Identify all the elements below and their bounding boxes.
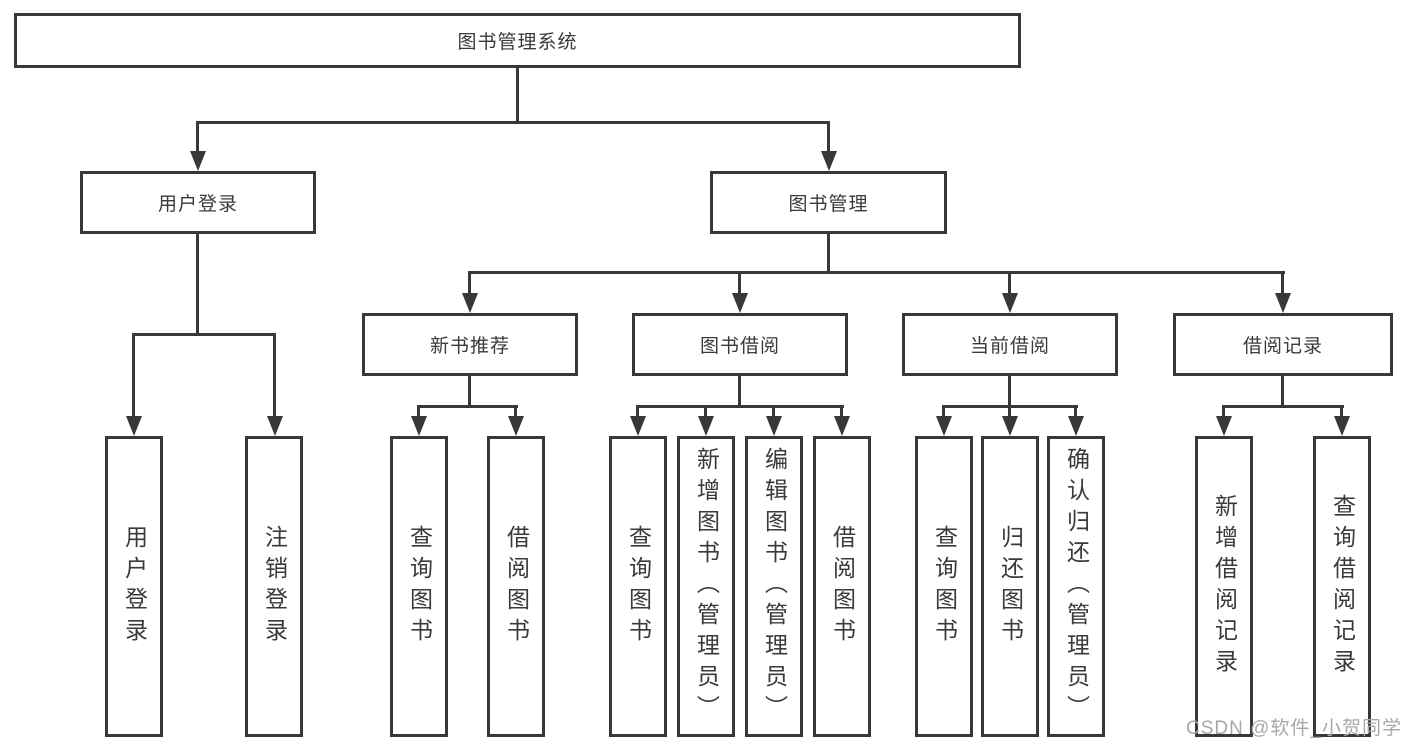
arrowhead-icon bbox=[1068, 416, 1084, 436]
arrowhead-icon bbox=[766, 416, 782, 436]
node-library-management-system: 图书管理系统 bbox=[14, 13, 1021, 68]
connector-line bbox=[1281, 271, 1284, 297]
arrowhead-icon bbox=[411, 416, 427, 436]
node-query-borrow-record: 查询借阅记录 bbox=[1313, 436, 1371, 737]
connector-line bbox=[196, 121, 199, 154]
arrowhead-icon bbox=[1334, 416, 1350, 436]
connector-line bbox=[514, 405, 517, 419]
node-confirm-return-admin: 确认归还（管理员） bbox=[1047, 436, 1105, 737]
connector-line bbox=[1008, 271, 1011, 297]
arrowhead-icon bbox=[267, 416, 283, 436]
node-label: 归还图书 bbox=[997, 524, 1024, 649]
node-label: 查询图书 bbox=[406, 524, 433, 649]
arrowhead-icon bbox=[190, 151, 206, 171]
connector-line bbox=[772, 405, 775, 419]
connector-line bbox=[1222, 405, 1344, 408]
node-label: 查询借阅记录 bbox=[1329, 493, 1356, 680]
connector-line bbox=[273, 333, 276, 419]
node-edit-book-admin: 编辑图书（管理员） bbox=[745, 436, 803, 737]
node-label: 图书管理系统 bbox=[457, 32, 578, 53]
node-book-borrowing: 图书借阅 bbox=[632, 313, 848, 376]
connector-line bbox=[468, 376, 471, 408]
connector-line bbox=[1008, 405, 1011, 419]
connector-line bbox=[1222, 405, 1225, 419]
connector-line bbox=[417, 405, 518, 408]
node-user-login: 用户登录 bbox=[80, 171, 316, 234]
arrowhead-icon bbox=[732, 293, 748, 313]
connector-line bbox=[1281, 376, 1284, 408]
node-label: 新书推荐 bbox=[429, 336, 510, 357]
connector-line bbox=[417, 405, 420, 419]
connector-line bbox=[636, 405, 844, 408]
node-label: 借阅图书 bbox=[503, 524, 530, 649]
arrowhead-icon bbox=[508, 416, 524, 436]
node-label: 用户登录 bbox=[121, 524, 148, 649]
connector-line bbox=[132, 333, 135, 419]
node-query-books-recommend: 查询图书 bbox=[390, 436, 448, 737]
connector-line bbox=[636, 405, 639, 419]
node-label: 新增借阅记录 bbox=[1211, 493, 1238, 680]
arrowhead-icon bbox=[1216, 416, 1232, 436]
node-query-books-borrowing: 查询图书 bbox=[609, 436, 667, 737]
connector-line bbox=[738, 271, 741, 297]
node-return-book: 归还图书 bbox=[981, 436, 1039, 737]
connector-line bbox=[468, 271, 471, 297]
node-label: 图书管理 bbox=[788, 194, 869, 215]
node-label: 当前借阅 bbox=[969, 336, 1050, 357]
node-label: 图书借阅 bbox=[699, 336, 780, 357]
node-add-book-admin: 新增图书（管理员） bbox=[677, 436, 735, 737]
connector-line bbox=[738, 376, 741, 408]
node-label: 确认归还（管理员） bbox=[1063, 447, 1090, 726]
arrowhead-icon bbox=[1002, 293, 1018, 313]
connector-line bbox=[196, 121, 830, 124]
node-borrow-books-recommend: 借阅图书 bbox=[487, 436, 545, 737]
arrowhead-icon bbox=[821, 151, 837, 171]
node-label: 编辑图书（管理员） bbox=[761, 447, 788, 726]
connector-line bbox=[468, 271, 1285, 274]
arrowhead-icon bbox=[834, 416, 850, 436]
node-query-books-current: 查询图书 bbox=[915, 436, 973, 737]
arrowhead-icon bbox=[936, 416, 952, 436]
connector-line bbox=[704, 405, 707, 419]
node-current-borrowing: 当前借阅 bbox=[902, 313, 1118, 376]
connector-line bbox=[840, 405, 843, 419]
connector-line bbox=[827, 121, 830, 154]
node-user-login-action: 用户登录 bbox=[105, 436, 163, 737]
node-borrow-books-borrowing: 借阅图书 bbox=[813, 436, 871, 737]
node-label: 借阅记录 bbox=[1242, 336, 1323, 357]
arrowhead-icon bbox=[698, 416, 714, 436]
node-new-book-recommendation: 新书推荐 bbox=[362, 313, 578, 376]
connector-line bbox=[196, 234, 199, 335]
connector-line bbox=[1340, 405, 1343, 419]
node-label: 注销登录 bbox=[261, 524, 288, 649]
node-label: 用户登录 bbox=[157, 194, 238, 215]
node-logout: 注销登录 bbox=[245, 436, 303, 737]
connector-line bbox=[516, 66, 519, 123]
connector-line bbox=[942, 405, 945, 419]
node-label: 查询图书 bbox=[625, 524, 652, 649]
node-add-borrow-record: 新增借阅记录 bbox=[1195, 436, 1253, 737]
connector-line bbox=[132, 333, 276, 336]
arrowhead-icon bbox=[462, 293, 478, 313]
csdn-watermark: CSDN @软件_小贺同学 bbox=[1186, 718, 1402, 739]
node-book-management: 图书管理 bbox=[710, 171, 947, 234]
node-label: 查询图书 bbox=[931, 524, 958, 649]
node-label: 借阅图书 bbox=[829, 524, 856, 649]
node-label: 新增图书（管理员） bbox=[693, 447, 720, 726]
arrowhead-icon bbox=[1002, 416, 1018, 436]
arrowhead-icon bbox=[1275, 293, 1291, 313]
connector-line bbox=[827, 234, 830, 273]
connector-line bbox=[1074, 405, 1077, 419]
node-borrowing-records: 借阅记录 bbox=[1173, 313, 1393, 376]
arrowhead-icon bbox=[126, 416, 142, 436]
arrowhead-icon bbox=[630, 416, 646, 436]
connector-line bbox=[1008, 376, 1011, 408]
